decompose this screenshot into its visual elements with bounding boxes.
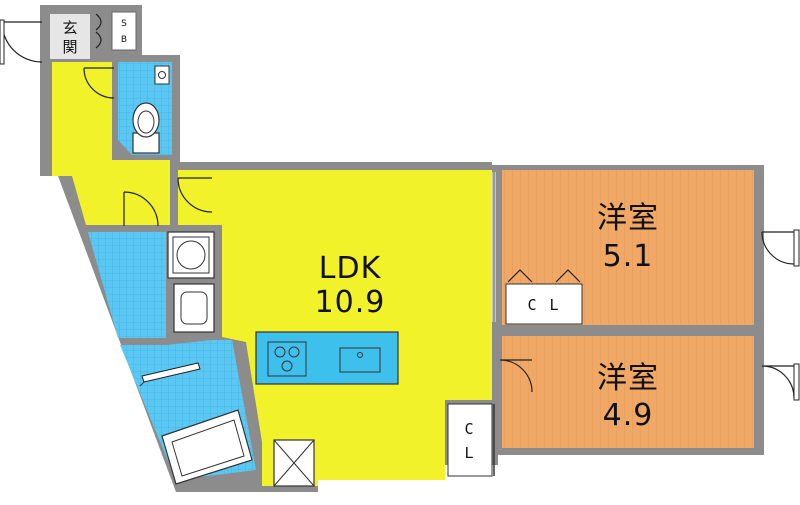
ldk-door [177, 177, 213, 213]
shoe-box [111, 11, 137, 51]
bedroom1-size: 5.1 [603, 239, 654, 274]
bedroom2-label: 洋室 [597, 361, 659, 396]
fridge-space [273, 439, 315, 487]
sink-icon [339, 347, 381, 373]
toilet-door [83, 67, 115, 99]
toilet-sink-icon [154, 65, 170, 85]
entrance-label: 玄 関 [62, 19, 77, 56]
entrance-door [1, 21, 43, 63]
bathtub-icon [161, 409, 253, 485]
closet1-doors [507, 269, 581, 283]
shoe-box-doors [95, 13, 102, 49]
closet2 [447, 403, 493, 477]
entrance-floor [50, 14, 90, 59]
kitchen-island [255, 331, 399, 385]
bedroom2-door [499, 359, 533, 393]
bedroom2-window [761, 365, 795, 399]
toilet-icon [132, 102, 160, 154]
closet2-label-c: C [464, 420, 475, 438]
shoe-box-label-b: B [121, 35, 127, 45]
washroom-door [123, 191, 159, 227]
shoe-box-label-s: S [121, 19, 127, 29]
closet2-label-l: L [464, 444, 475, 462]
bathroom-sliding-door [141, 362, 201, 383]
washing-machine-pan [167, 231, 215, 279]
washroom-floor [88, 232, 166, 338]
hallway-floor [52, 62, 170, 225]
wash-basin-icon [173, 283, 215, 333]
stove-icon [267, 341, 307, 377]
bedroom2-floor [502, 336, 754, 448]
ldk-size: 10.9 [315, 285, 386, 320]
ldk-label: LDK [319, 251, 382, 286]
ldk-floor [178, 170, 492, 486]
bedroom2-size: 4.9 [603, 398, 654, 433]
bedroom1-window [761, 231, 795, 265]
closet1 [505, 283, 583, 325]
entrance-label-char2: 関 [62, 38, 77, 56]
bedroom1-label: 洋室 [597, 201, 659, 236]
closet1-label: C L [527, 296, 560, 314]
entrance-label-char1: 玄 [62, 19, 77, 37]
